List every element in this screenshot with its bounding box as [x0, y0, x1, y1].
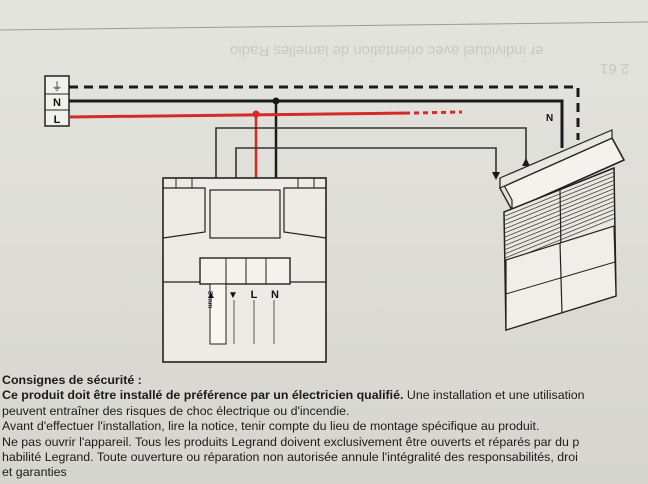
- strip-length-label: 8 mm: [206, 291, 213, 309]
- safety-line-1-rest: Une installation et une utilisation: [403, 388, 585, 403]
- shutter-slat: [504, 192, 615, 238]
- neutral-junction: [272, 97, 280, 105]
- down-terminal-label: ▼: [228, 290, 238, 301]
- shutter-slat: [504, 205, 615, 250]
- line-junction: [252, 110, 260, 118]
- motor-neutral-label: N: [546, 113, 553, 124]
- neutral-wire: [69, 99, 564, 148]
- page-border-line: [0, 21, 648, 31]
- wiring-diagram: ⏚ N L N: [0, 21, 648, 363]
- shutter-slat: [504, 184, 615, 229]
- supply-terminal-block: ⏚ N L: [44, 75, 70, 127]
- shutter-slat: [504, 213, 615, 259]
- up-terminal-label: ▲: [206, 290, 216, 301]
- shutter-slat: [504, 180, 615, 225]
- safety-line-5: habilité Legrand. Toute ouverture ou rép…: [2, 450, 578, 465]
- earth-wire: [69, 85, 580, 140]
- safety-line-2: peuvent entraîner des risques de choc él…: [2, 403, 350, 418]
- shutter-slat: [504, 196, 615, 242]
- safety-line-6: et garanties: [2, 465, 67, 480]
- line-wire: [68, 111, 411, 119]
- line-terminal-label: L: [54, 114, 61, 126]
- shutter-slat: [504, 209, 615, 255]
- switch-module: 8 mm ▲ ▼ L N: [162, 177, 327, 363]
- earth-terminal-label: ⏚: [52, 80, 63, 93]
- shutter-slat: [504, 175, 615, 221]
- shutter-slat: [504, 188, 615, 234]
- safety-title: Consignes de sécurité :: [2, 373, 142, 387]
- safety-instructions: Consignes de sécurité : Ce produit doit …: [2, 373, 648, 481]
- line-terminal-module-label: L: [251, 289, 258, 301]
- neutral-terminal-label: N: [53, 97, 61, 109]
- safety-line-1: Ce produit doit être installé de préfére…: [2, 388, 648, 403]
- neutral-terminal-module-label: N: [271, 289, 279, 301]
- up-arrow-icon: [522, 158, 530, 166]
- shutter-slat: [504, 201, 615, 246]
- safety-line-3: Avant d'effectuer l'installation, lire l…: [2, 419, 540, 434]
- line-wire-continuation: [413, 110, 463, 115]
- safety-line-1-bold: Ce produit doit être installé de préfére…: [2, 388, 404, 403]
- safety-line-4: Ne pas ouvrir l'appareil. Tous les produ…: [2, 434, 580, 449]
- down-arrow-icon: [492, 172, 500, 180]
- roller-shutter: [498, 129, 626, 332]
